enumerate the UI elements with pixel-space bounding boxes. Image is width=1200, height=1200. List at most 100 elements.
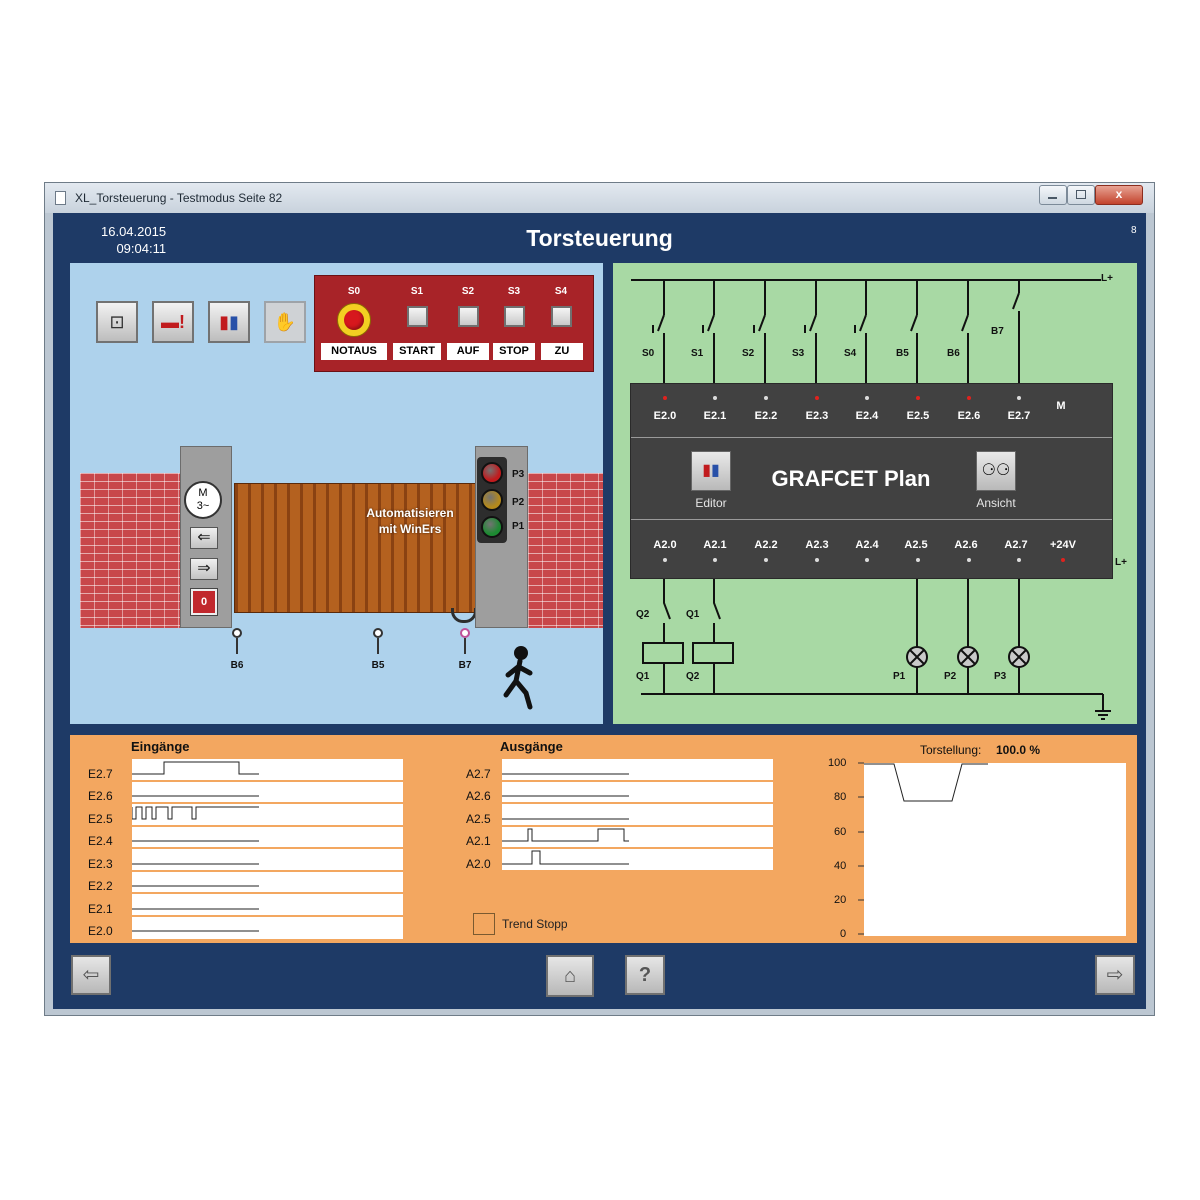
trend-label-e21: E2.1 — [88, 902, 113, 916]
switch-s3-label: S3 — [792, 348, 805, 359]
trend-stop-checkbox[interactable] — [473, 913, 495, 935]
m-label: M — [1056, 400, 1066, 412]
close-button[interactable]: x — [1095, 185, 1143, 205]
lamp-green-icon — [481, 516, 503, 538]
gate-label-line1: Automatisieren — [366, 506, 454, 520]
sensor-b6-label: B6 — [230, 660, 244, 671]
close-gate-button[interactable] — [551, 306, 572, 327]
start-button[interactable] — [407, 306, 428, 327]
output-label-a27: A2.7 — [1004, 539, 1028, 551]
trend-label-a20: A2.0 — [466, 857, 491, 871]
p1-label: P1 — [512, 521, 525, 532]
sensor-b6-icon — [232, 628, 242, 638]
trend-label-a21: A2.1 — [466, 834, 491, 848]
help-button[interactable]: ? — [625, 955, 665, 995]
signal-a21 — [502, 828, 629, 842]
p3-label: P3 — [512, 469, 525, 480]
editor-button[interactable]: ▮▮ — [691, 451, 731, 491]
arrow-right-button[interactable]: ⇒ — [190, 558, 218, 580]
input-led-3 — [815, 396, 819, 400]
lamp-p1-label: P1 — [893, 671, 906, 682]
open-label: AUF — [447, 343, 489, 360]
stop-button[interactable] — [504, 306, 525, 327]
trend-label-e27: E2.7 — [88, 767, 113, 781]
output-label-24v: +24V — [1050, 539, 1076, 551]
zu-label: ZU — [541, 343, 583, 360]
gate-position-label: Torstellung: — [920, 743, 982, 757]
home-button[interactable]: ⌂ — [546, 955, 594, 997]
trend-panel: Eingänge E2.7 E2.6 E2.5 E2.4 E2.3 E2.2 E… — [70, 735, 1137, 943]
view-button[interactable]: ⚆⚆ — [976, 451, 1016, 491]
p2-label: P2 — [512, 497, 525, 508]
trend-label-e23: E2.3 — [88, 857, 113, 871]
home-icon: ⌂ — [563, 965, 577, 987]
lamp-p3-label: P3 — [994, 671, 1007, 682]
emergency-stop-button[interactable] — [337, 303, 371, 337]
tools-icon[interactable]: ▮▮ — [208, 301, 250, 343]
sensor-b5-icon — [373, 628, 383, 638]
maximize-button[interactable] — [1067, 185, 1095, 205]
output-label-a21: A2.1 — [703, 539, 727, 551]
minimize-button[interactable] — [1039, 185, 1067, 205]
output-label-a20: A2.0 — [653, 539, 677, 551]
output-led-7 — [1017, 558, 1021, 562]
wiring-diagram — [631, 279, 1113, 720]
switch-s0-label: S0 — [642, 348, 655, 359]
trend-label-e20: E2.0 — [88, 924, 113, 938]
window-title: XL_Torsteuerung - Testmodus Seite 82 — [75, 191, 283, 205]
y-tick-80: 80 — [834, 791, 847, 803]
output-led-8 — [1061, 558, 1065, 562]
notaus-label: NOTAUS — [321, 343, 387, 360]
gate-label-line2: mit WinErs — [378, 522, 442, 536]
y-tick-20: 20 — [834, 894, 847, 906]
gate-position-svg — [864, 763, 988, 802]
sensor-b7-icon — [460, 628, 470, 638]
forward-button[interactable]: ⇨ — [1095, 955, 1135, 995]
page-title: Torsteuerung — [526, 225, 673, 251]
reset-button[interactable]: 0 — [190, 588, 218, 616]
plug-icon[interactable]: ⊡ — [96, 301, 138, 343]
gate-label: Automatisieren mit WinErs — [340, 505, 480, 537]
motor-label: M — [198, 487, 208, 499]
main-area: 16.04.2015 09:04:11 Torsteuerung 8 ⊡ ▬! … — [53, 213, 1146, 1009]
hand-icon[interactable]: ✋ — [264, 301, 306, 343]
grafcet-panel: L+ L+ S0 S1 S2 S3 S4 B5 B6 B7 E2.0 — [613, 263, 1137, 724]
input-led-5 — [916, 396, 920, 400]
contact-q2-label: Q2 — [636, 609, 650, 620]
inputs-trend-chart — [132, 759, 403, 939]
rail-top-label: L+ — [1101, 273, 1113, 284]
switch-b5-label: B5 — [896, 348, 909, 359]
switch-code-s4: S4 — [554, 286, 568, 297]
sensor-b7-label: B7 — [458, 660, 472, 671]
trend-label-e25: E2.5 — [88, 812, 113, 826]
contact-q1-label: Q1 — [686, 609, 700, 620]
y-tick-40: 40 — [834, 860, 847, 872]
input-label-e20: E2.0 — [653, 410, 677, 422]
rail-right-label: L+ — [1115, 557, 1127, 568]
controller-block: E2.0 E2.1 E2.2 E2.3 E2.4 E2.5 E2.6 E2.7 … — [630, 383, 1113, 579]
gate — [234, 483, 476, 613]
input-led-7 — [1017, 396, 1021, 400]
outputs-trend-svg — [502, 773, 773, 865]
signal-e27 — [132, 761, 259, 775]
alarm-icon[interactable]: ▬! — [152, 301, 194, 343]
lamp-red-icon — [481, 462, 503, 484]
page-number: 8 — [1131, 225, 1137, 236]
trend-label-a25: A2.5 — [466, 812, 491, 826]
output-led-0 — [663, 558, 667, 562]
output-led-4 — [865, 558, 869, 562]
y-tick-0: 0 — [840, 928, 847, 940]
start-label: START — [393, 343, 441, 360]
date-text: 16.04.2015 — [101, 224, 167, 239]
gate-position-chart — [864, 763, 1126, 936]
output-led-6 — [967, 558, 971, 562]
back-button[interactable]: ⇦ — [71, 955, 111, 995]
outputs-trend-title: Ausgänge — [500, 739, 563, 754]
gate-position-value: 100.0 % — [996, 743, 1041, 757]
input-label-e27: E2.7 — [1007, 410, 1031, 422]
coil-q2-label: Q2 — [686, 671, 700, 682]
arrow-left-button[interactable]: ⇐ — [190, 527, 218, 549]
open-button[interactable] — [458, 306, 479, 327]
trend-stop-label: Trend Stopp — [502, 917, 568, 931]
brick-wall-left — [80, 473, 182, 628]
